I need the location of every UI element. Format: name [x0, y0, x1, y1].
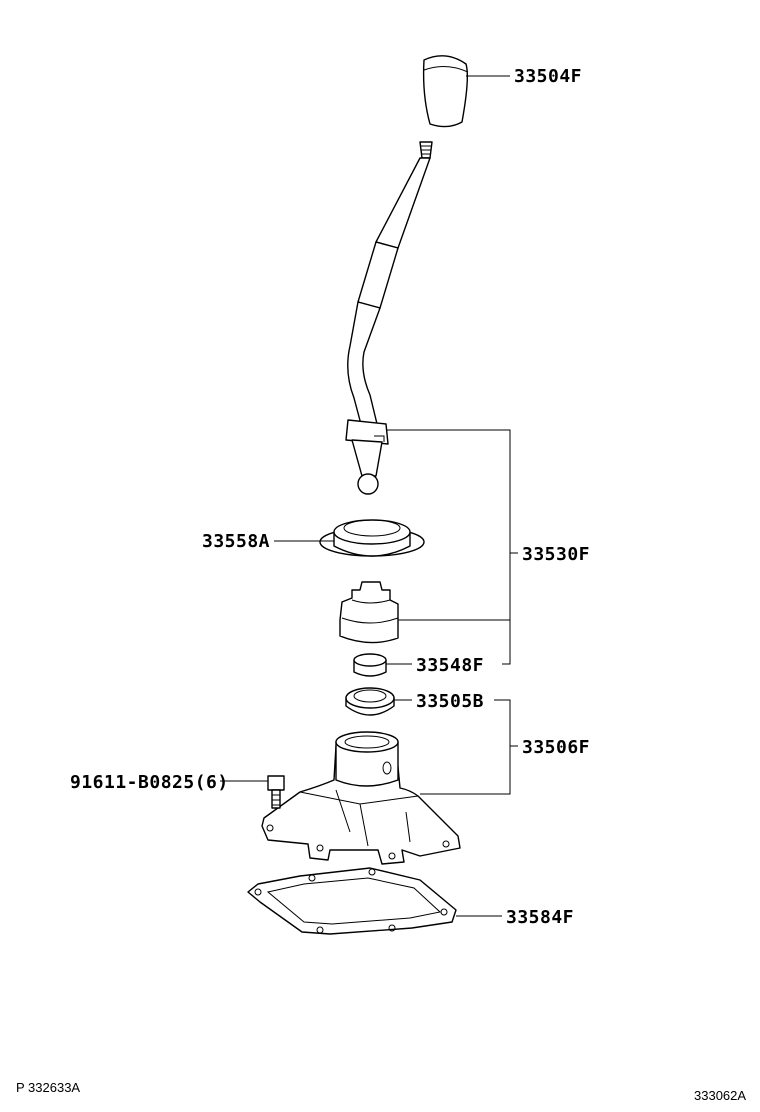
footer-left-code: P 332633A — [16, 1080, 80, 1095]
retainer-ring[interactable] — [345, 687, 395, 716]
label-bushing: 33548F — [416, 655, 484, 676]
shift-boot[interactable] — [339, 581, 399, 644]
lever-housing[interactable] — [261, 731, 461, 865]
shift-lever[interactable] — [345, 141, 433, 495]
footer-right-code: 333062A — [694, 1088, 746, 1103]
housing-gasket[interactable] — [247, 867, 457, 935]
label-knob: 33504F — [514, 66, 582, 87]
label-seat: 33558A — [202, 531, 270, 552]
label-gasket: 33584F — [506, 907, 574, 928]
shift-knob[interactable] — [422, 55, 469, 128]
leader-lines — [220, 75, 518, 917]
label-housing-assy: 33506F — [522, 737, 590, 758]
mounting-bolt[interactable] — [267, 775, 285, 809]
lever-bushing[interactable] — [353, 653, 387, 677]
label-retainer: 33505B — [416, 691, 484, 712]
label-lever-assy: 33530F — [522, 544, 590, 565]
lever-seat[interactable] — [319, 519, 425, 557]
label-bolt: 91611-B0825(6) — [70, 772, 229, 793]
